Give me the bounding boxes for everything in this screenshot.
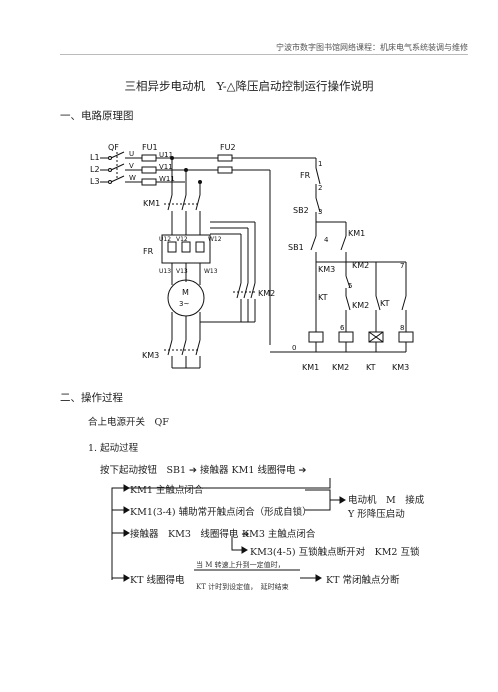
label-km3-ctrl: KM3: [318, 265, 335, 274]
label-sb2: SB2: [293, 206, 309, 215]
flow-condition-1: 当 M 转速上升到一定值时，: [196, 561, 285, 569]
flow-connectors: [111, 478, 346, 582]
node-4: 4: [324, 236, 329, 244]
header-note: 宁波市数字图书馆网络课程：机床电气系统装调与维修: [276, 43, 468, 52]
node-2: 2: [318, 184, 322, 192]
section-heading-circuit: 一、电路原理图: [60, 110, 134, 122]
flow-result-line2: Y 形降压启动: [348, 509, 405, 520]
label-km2-ctrl2: KM2: [352, 301, 369, 310]
flow-km3-interlock: KM3(4-5) 互锁触点断开对 KM2 互锁: [250, 547, 420, 558]
label-v11: V11: [159, 163, 173, 171]
label-w11: W11: [159, 175, 175, 183]
label-u13: U13: [159, 268, 171, 275]
flow-result-line1: 电动机 M 接成: [348, 495, 425, 506]
label-v13: V13: [176, 268, 188, 275]
label-l2: L2: [90, 165, 100, 174]
label-w12: W12: [208, 236, 222, 243]
section-heading-operation: 二、操作过程: [60, 392, 123, 404]
node-8: 8: [400, 324, 404, 332]
flow-km3-main: KM3 主触点闭合: [242, 529, 316, 540]
node-7: 7: [400, 262, 404, 270]
label-km3-main: KM3: [142, 351, 159, 360]
label-qf: QF: [108, 143, 119, 152]
label-u: U: [129, 150, 134, 158]
coil-label-km1: KM1: [302, 363, 319, 372]
label-w: W: [129, 174, 136, 182]
label-kt-ctrl: KT: [318, 293, 328, 302]
flow-km1-main: KM1 主触点闭合: [130, 485, 204, 496]
flow-km1-aux: KM1(3-4) 辅助常开触点闭合（形成自锁）: [130, 507, 312, 518]
node-0: 0: [292, 344, 296, 352]
label-fu2: FU2: [220, 143, 236, 152]
label-sb1: SB1: [288, 243, 304, 252]
label-fr-main: FR: [143, 247, 154, 256]
header-divider: [60, 54, 468, 55]
page-title: 三相异步电动机 Y-△降压启动控制运行操作说明: [124, 79, 374, 93]
node-5: 5: [348, 282, 352, 290]
label-kt-ctrl2: KT: [380, 299, 390, 308]
label-v: V: [129, 162, 134, 170]
circuit-diagram: QF FU1 FU2 L1 L2 L3 U V W U11 V11 W11 KM…: [90, 143, 414, 372]
label-fr-ctrl: FR: [300, 171, 311, 180]
start-line: 按下起动按钮 SB1 ➔ 接触器 KM1 线圈得电 ➔: [100, 465, 307, 476]
coil-label-km3: KM3: [392, 363, 409, 372]
label-km1-main: KM1: [143, 199, 160, 208]
label-w13: W13: [204, 268, 218, 275]
label-u11: U11: [159, 151, 173, 159]
label-l1: L1: [90, 153, 100, 162]
label-km2-ctrl: KM2: [352, 261, 369, 270]
label-fu1: FU1: [142, 143, 158, 152]
coil-label-km2: KM2: [332, 363, 349, 372]
label-motor-m: M: [182, 288, 189, 297]
step-start-heading: 1. 起动过程: [88, 443, 139, 454]
coil-label-kt: KT: [366, 363, 376, 372]
label-v12: V12: [176, 236, 188, 243]
node-1: 1: [318, 160, 322, 168]
flow-kt-coil: KT 线圈得电: [130, 575, 185, 586]
flow-kt-result: KT 常闭触点分断: [326, 575, 400, 586]
label-motor-3: 3~: [179, 300, 189, 308]
node-6: 6: [340, 324, 345, 332]
flow-km3-coil: 接触器 KM3 线圈得电 ➔: [130, 529, 250, 540]
step-power-on: 合上电源开关 QF: [88, 417, 169, 428]
label-km2-main: KM2: [258, 289, 275, 298]
label-u12: U12: [159, 236, 171, 243]
node-3: 3: [318, 208, 322, 216]
flow-condition-2: KT 计时到设定值， 延时结束: [196, 583, 289, 591]
label-l3: L3: [90, 177, 100, 186]
label-km1-aux: KM1: [348, 229, 365, 238]
